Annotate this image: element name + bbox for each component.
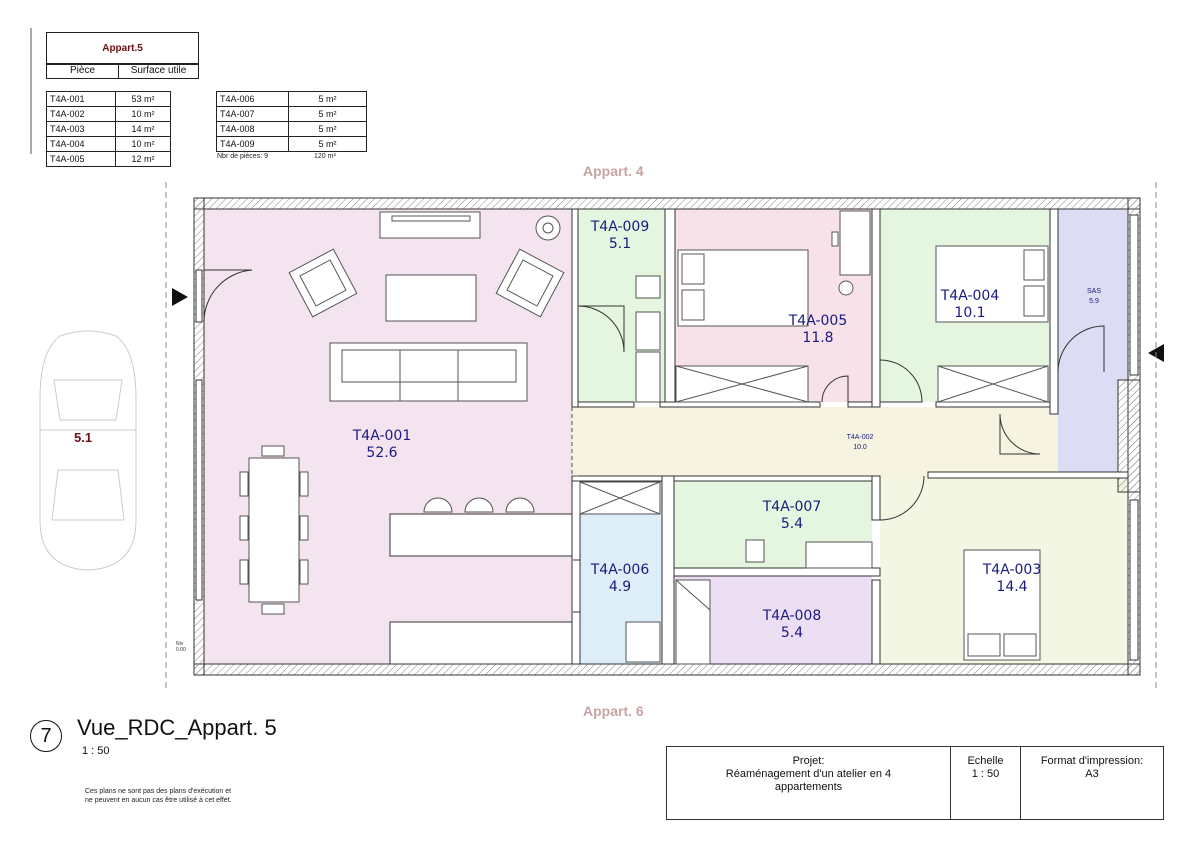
room-fill-sas — [1058, 209, 1128, 472]
exterior-walls — [193, 197, 1141, 676]
entry-arrow-left — [172, 288, 188, 306]
view-title: Vue_RDC_Appart. 5 — [77, 715, 277, 740]
furniture — [239, 210, 1049, 665]
neighbor-top-label: Appart. 4 — [583, 163, 644, 179]
scale-cell: Echelle 1 : 50 — [951, 747, 1021, 819]
disclaimer: Ces plans ne sont pas des plans d'exécut… — [85, 788, 232, 804]
neighbor-bottom-label: Appart. 6 — [583, 703, 644, 719]
view-number: 7 — [30, 720, 62, 752]
format-cell: Format d'impression: A3 — [1040, 755, 1144, 780]
project-cell: Projet: Réaménagement d'un atelier en 4 … — [667, 747, 951, 819]
area-table-header: Pièce Surface utile — [46, 63, 199, 79]
parking-label: 5.1 — [74, 430, 93, 445]
interior-walls — [389, 208, 1129, 665]
room-fill-006 — [580, 481, 662, 664]
total-surface: 120 m² — [314, 153, 336, 160]
doors — [203, 269, 1105, 613]
room-fill-002 — [572, 407, 1058, 478]
room-fill-008 — [674, 576, 872, 664]
car-outline — [39, 330, 137, 571]
title-block: Projet: Réaménagement d'un atelier en 4 … — [666, 746, 1164, 820]
col-surface-header: Surface utile — [118, 63, 199, 79]
room-count: Nbr de pièces: 9 — [217, 153, 268, 160]
view-scale: 1 : 50 — [82, 745, 110, 757]
